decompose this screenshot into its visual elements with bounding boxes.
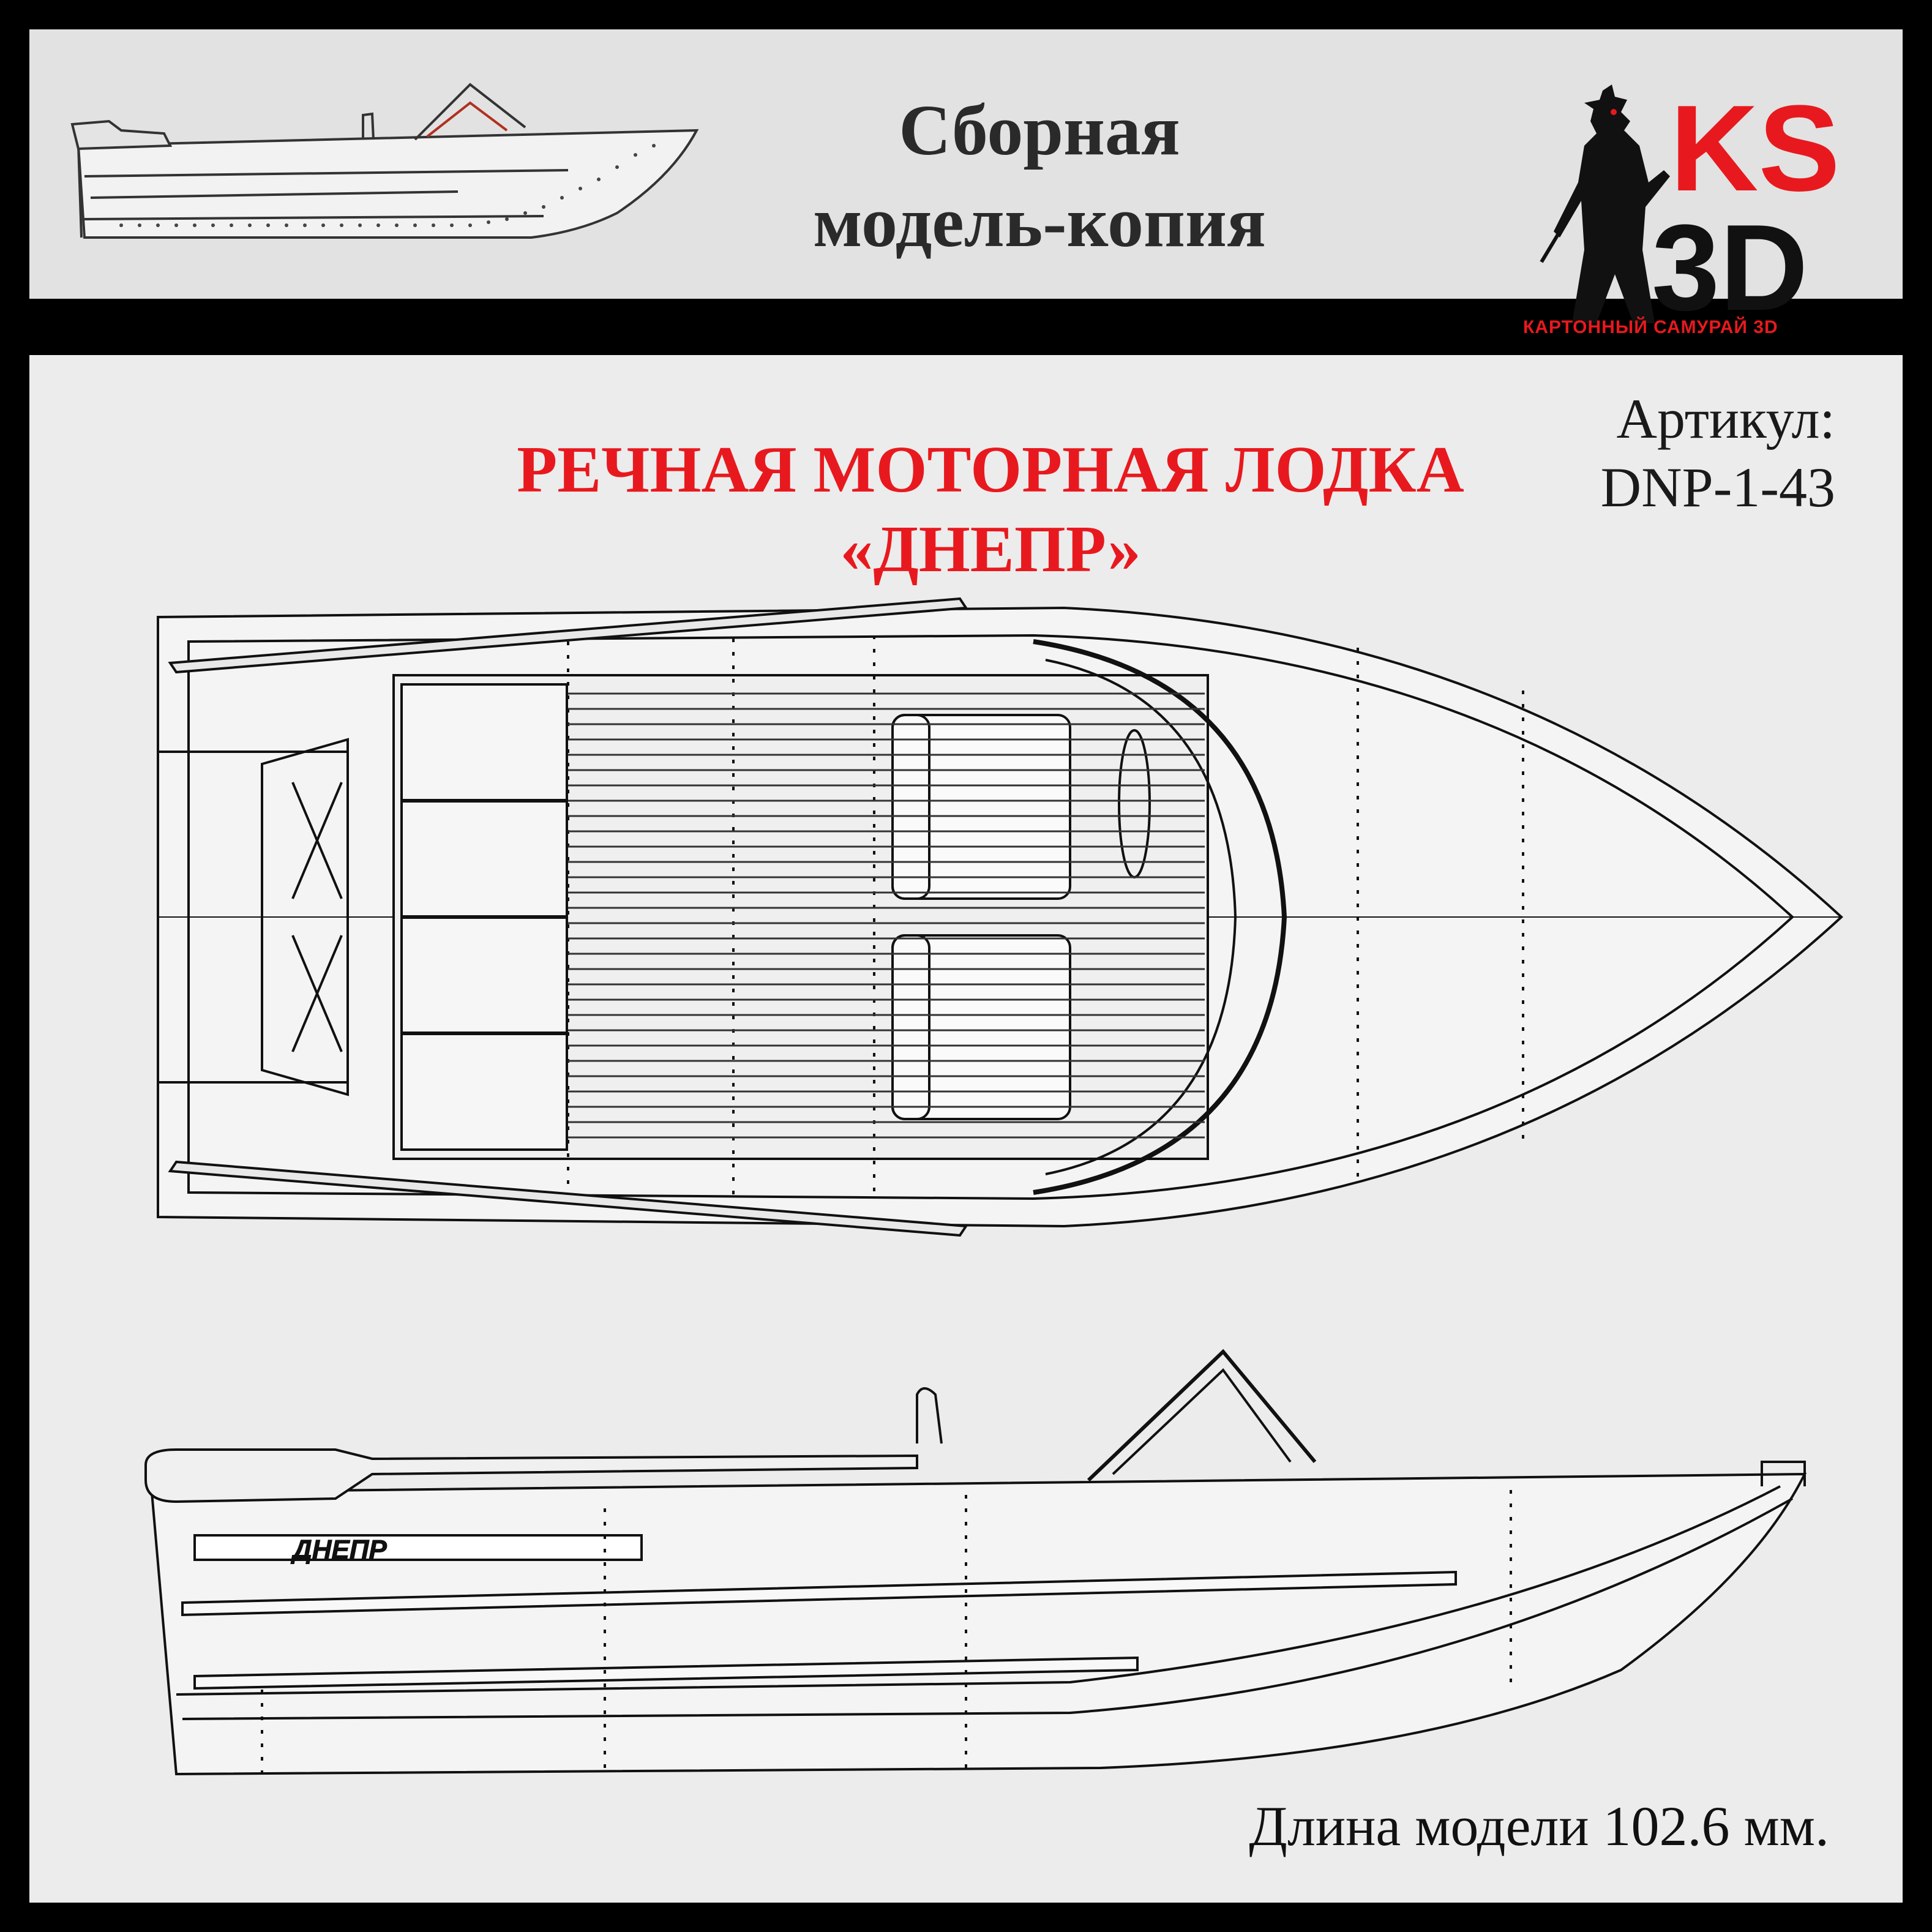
header-title: Сборная модель-копия <box>733 84 1346 268</box>
product-title-line1: РЕЧНАЯ МОТОРНАЯ ЛОДКА <box>517 433 1464 506</box>
logo-tagline: КАРТОННЫЙ САМУРАЙ 3D <box>1523 317 1778 337</box>
article-block: Артикул: DNP-1-43 <box>1601 384 1835 522</box>
side-view-boat <box>144 1349 1807 1776</box>
header-title-line2: модель-копия <box>813 182 1266 262</box>
model-length: Длина модели 102.6 мм. <box>1249 1795 1829 1857</box>
product-title-line2: «ДНЕПР» <box>840 513 1141 586</box>
logo-3d: 3D <box>1652 200 1808 336</box>
product-card: ДНЕПР Сборная модель-копия KS 3D КАРТОНН… <box>29 29 1903 1903</box>
article-code: DNP-1-43 <box>1600 456 1835 519</box>
hull-name-label: ДНЕПР <box>290 1535 388 1565</box>
thumbnail-boat-drawing: ДНЕПР <box>70 83 1843 1776</box>
samurai-logo-icon <box>1540 84 1670 323</box>
plan-view-boat <box>157 597 1843 1237</box>
deck-planks <box>568 692 1205 1139</box>
logo-ks: KS <box>1670 80 1840 217</box>
header-title-line1: Сборная <box>899 90 1180 170</box>
product-title: РЕЧНАЯ МОТОРНАЯ ЛОДКА «ДНЕПР» <box>470 430 1511 590</box>
article-label: Артикул: <box>1616 388 1836 450</box>
